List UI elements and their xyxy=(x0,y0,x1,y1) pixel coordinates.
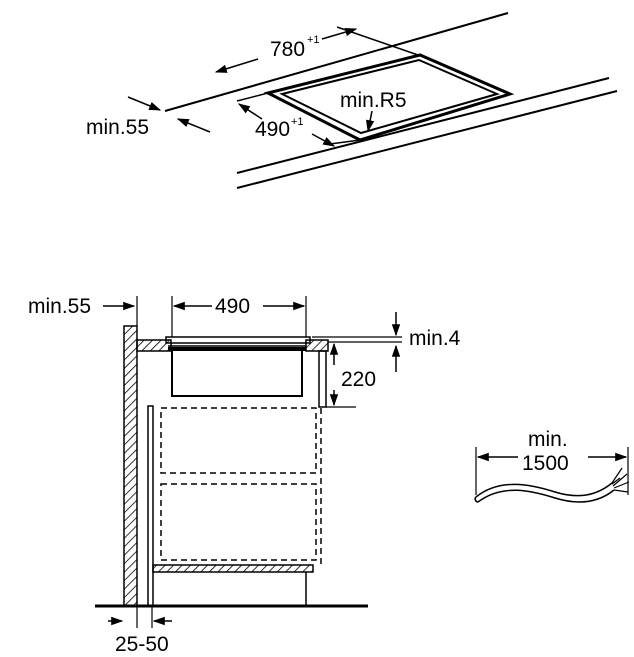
cabinet-back-panel xyxy=(147,405,154,607)
cable-wires xyxy=(611,467,630,493)
top-490-tolerance: +1 xyxy=(291,116,304,128)
top-490-label: 490 xyxy=(255,118,290,141)
dim-490-arrow-left xyxy=(237,103,263,120)
top-min55-label: min.55 xyxy=(86,116,149,139)
cabinet-upper-dashed xyxy=(160,407,317,474)
hob-glass xyxy=(165,336,311,344)
cabinet-lower-dashed xyxy=(160,483,317,561)
worktop-back-edge xyxy=(164,12,509,112)
ext-line-490-left xyxy=(236,92,269,102)
side-490-label: 490 xyxy=(215,295,250,318)
cabinet-front-panel xyxy=(318,350,327,408)
dim-780-arrow-right xyxy=(321,28,358,40)
cable-illustration xyxy=(474,447,630,503)
dim-55-arrow-bottom xyxy=(176,118,211,133)
cutout-outer xyxy=(263,53,515,142)
top-780-tolerance: +1 xyxy=(307,34,320,46)
top-view xyxy=(127,12,618,189)
side-view xyxy=(95,296,402,628)
dim-55-arrow-top xyxy=(127,96,162,111)
dim-490-arrow-right xyxy=(311,133,336,147)
side-220-label: 220 xyxy=(341,368,376,391)
hob-body xyxy=(171,351,303,397)
side-2550-label: 25-50 xyxy=(115,633,169,656)
top-r5-label: min.R5 xyxy=(340,89,407,112)
cable-label-length: 1500 xyxy=(522,452,569,475)
side-min4-label: min.4 xyxy=(409,327,461,350)
cable-end-cap xyxy=(474,496,479,503)
cable-top-edge xyxy=(475,482,613,498)
dim-780-arrow-left xyxy=(214,58,259,73)
r5-leader xyxy=(365,110,375,133)
cabinet-plinth xyxy=(152,564,314,573)
side-min55-label: min.55 xyxy=(28,295,91,318)
cutout-inner xyxy=(279,58,500,135)
wall-hatched xyxy=(123,325,138,607)
worktop-front-edge-2 xyxy=(236,90,618,189)
cable-label-min: min. xyxy=(528,428,568,451)
worktop-front-edge-1 xyxy=(236,77,610,174)
cable-bottom-edge xyxy=(477,489,615,503)
top-780-label: 780 xyxy=(270,38,305,61)
